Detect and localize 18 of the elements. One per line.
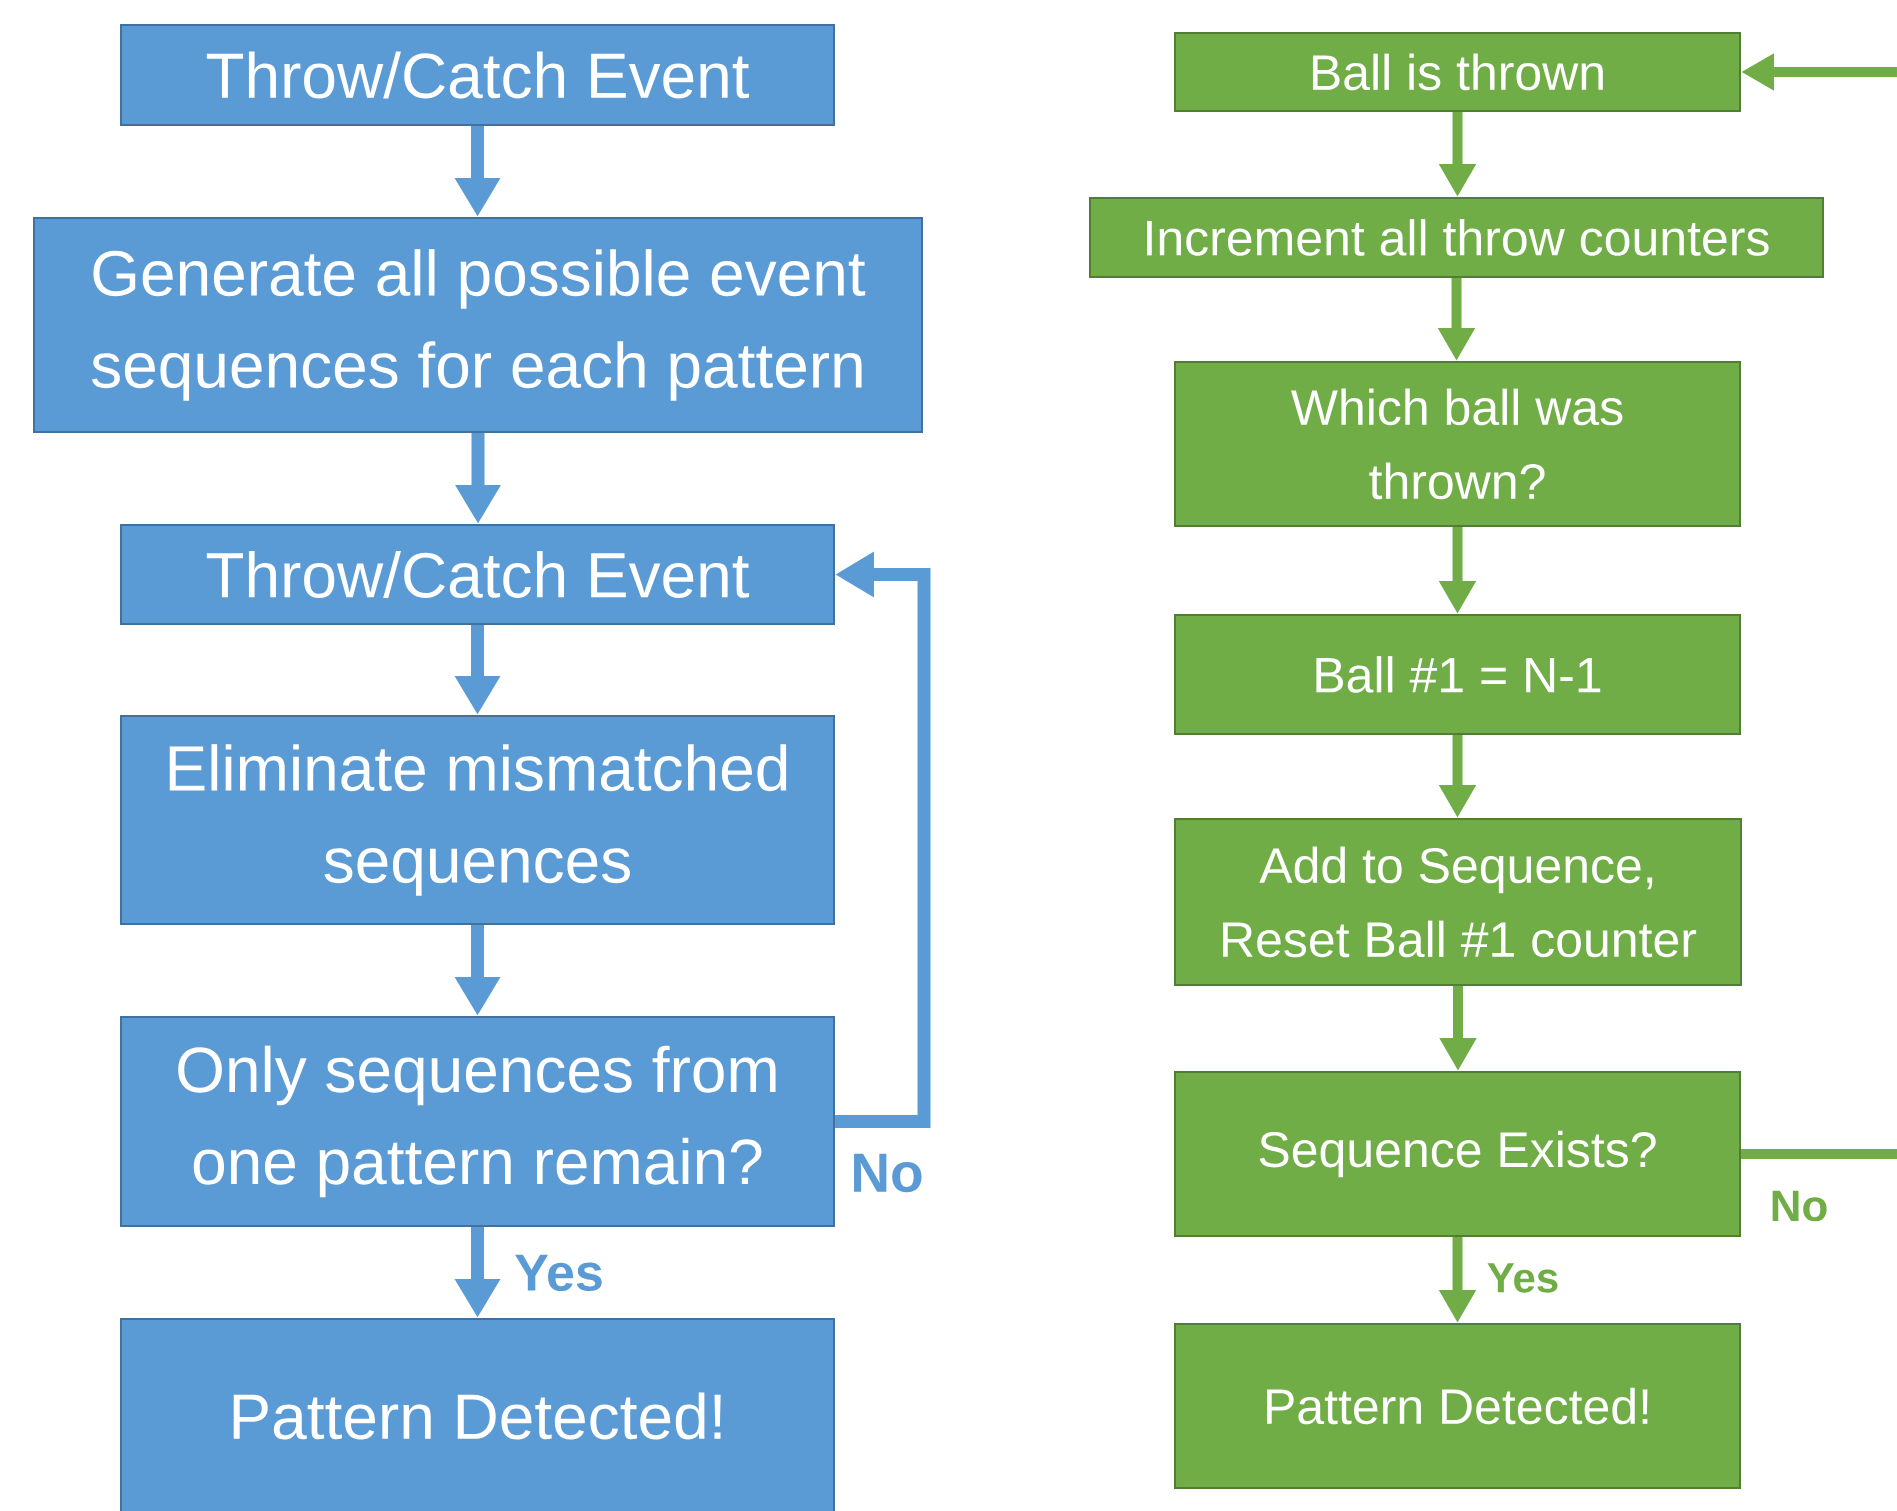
- process-box: Eliminate mismatched sequences: [120, 715, 835, 925]
- process-box: Increment all throw counters: [1089, 197, 1824, 278]
- process-box: Add to Sequence, Reset Ball #1 counter: [1174, 818, 1742, 986]
- process-box: Which ball was thrown?: [1174, 361, 1741, 527]
- process-box: Ball is thrown: [1174, 31, 1741, 112]
- connector-line: [1741, 1149, 1897, 1159]
- process-box: Ball #1 = N-1: [1174, 614, 1741, 735]
- process-box: Pattern Detected!: [1174, 1323, 1741, 1489]
- process-box: Sequence Exists?: [1174, 1071, 1741, 1237]
- process-box: Only sequences from one pattern remain?: [120, 1016, 835, 1227]
- process-box: Generate all possible event sequences for each pattern: [33, 217, 923, 433]
- edge-label: No: [1767, 1188, 1831, 1224]
- process-box: Pattern Detected!: [120, 1318, 835, 1511]
- process-box: Throw/Catch Event: [120, 524, 835, 625]
- process-box: Throw/Catch Event: [120, 24, 835, 126]
- edge-label: No: [848, 1151, 926, 1195]
- edge-label: Yes: [1484, 1261, 1562, 1295]
- edge-label: Yes: [512, 1252, 606, 1294]
